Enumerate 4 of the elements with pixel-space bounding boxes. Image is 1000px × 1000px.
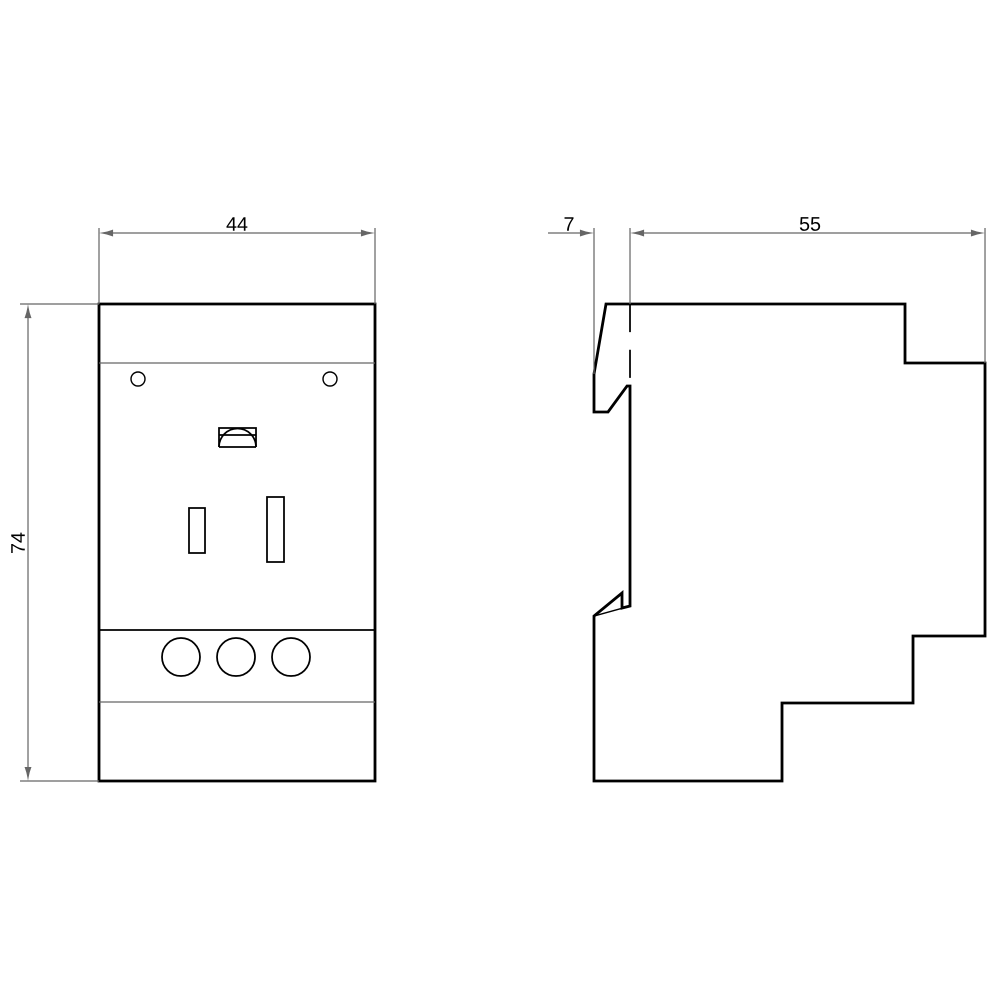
- dimension-label: 55: [800, 217, 820, 231]
- dimension-label: 74: [11, 532, 25, 553]
- dimension-label: 44: [226, 217, 248, 231]
- dimension-label: 7: [564, 217, 574, 231]
